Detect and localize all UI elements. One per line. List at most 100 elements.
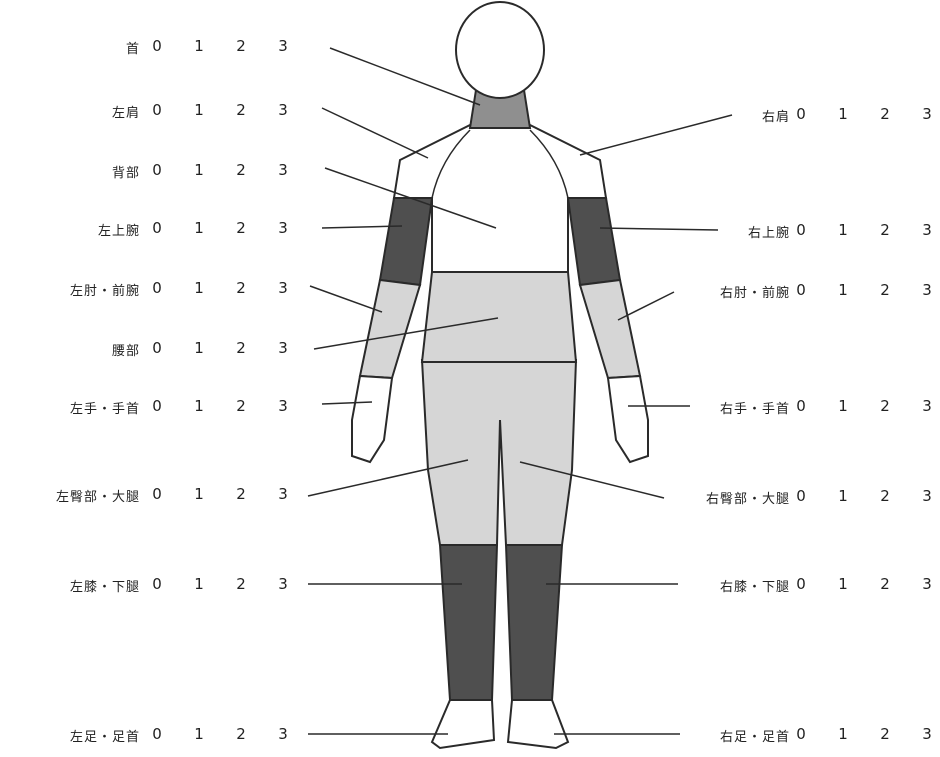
rating-option-2[interactable]: 2 bbox=[220, 219, 262, 237]
rating-option-1[interactable]: 1 bbox=[822, 575, 864, 593]
rating-option-2[interactable]: 2 bbox=[220, 485, 262, 503]
rating-option-3[interactable]: 3 bbox=[906, 105, 940, 123]
right-region-label: 右手・手首 bbox=[650, 398, 790, 417]
rating-option-1[interactable]: 1 bbox=[178, 575, 220, 593]
rating-option-3[interactable]: 3 bbox=[262, 279, 304, 297]
rating-option-0[interactable]: 0 bbox=[136, 397, 178, 415]
rating-option-3[interactable]: 3 bbox=[262, 575, 304, 593]
rating-option-0[interactable]: 0 bbox=[780, 487, 822, 505]
rating-option-3[interactable]: 3 bbox=[262, 161, 304, 179]
rating-option-1[interactable]: 1 bbox=[178, 161, 220, 179]
rating-option-3[interactable]: 3 bbox=[906, 397, 940, 415]
rating-option-0[interactable]: 0 bbox=[780, 725, 822, 743]
rating-option-3[interactable]: 3 bbox=[262, 101, 304, 119]
rating-option-0[interactable]: 0 bbox=[136, 485, 178, 503]
rating-option-1[interactable]: 1 bbox=[822, 281, 864, 299]
rating-option-1[interactable]: 1 bbox=[178, 37, 220, 55]
left-region-label: 左膝・下腿 bbox=[0, 576, 140, 595]
rating-option-0[interactable]: 0 bbox=[136, 37, 178, 55]
rating-option-3[interactable]: 3 bbox=[262, 725, 304, 743]
right-forearm-region bbox=[580, 280, 640, 378]
rating-option-1[interactable]: 1 bbox=[178, 397, 220, 415]
left-lower-leg-region bbox=[440, 545, 497, 700]
rating-option-3[interactable]: 3 bbox=[906, 221, 940, 239]
rating-option-3[interactable]: 3 bbox=[262, 339, 304, 357]
rating-option-1[interactable]: 1 bbox=[822, 397, 864, 415]
rating-option-2[interactable]: 2 bbox=[220, 725, 262, 743]
rating-option-2[interactable]: 2 bbox=[220, 339, 262, 357]
right-region-label: 右臀部・大腿 bbox=[650, 488, 790, 507]
rating-option-2[interactable]: 2 bbox=[220, 37, 262, 55]
rating-option-2[interactable]: 2 bbox=[220, 575, 262, 593]
rating-option-2[interactable]: 2 bbox=[864, 281, 906, 299]
rating-option-1[interactable]: 1 bbox=[822, 487, 864, 505]
left-region-label: 左肘・前腕 bbox=[0, 280, 140, 299]
rating-option-0[interactable]: 0 bbox=[780, 397, 822, 415]
rating-option-3[interactable]: 3 bbox=[906, 575, 940, 593]
rating-option-0[interactable]: 0 bbox=[780, 221, 822, 239]
rating-option-0[interactable]: 0 bbox=[136, 575, 178, 593]
rating-option-1[interactable]: 1 bbox=[822, 105, 864, 123]
left-region-label: 左手・手首 bbox=[0, 398, 140, 417]
rating-option-3[interactable]: 3 bbox=[906, 725, 940, 743]
rating-option-2[interactable]: 2 bbox=[220, 101, 262, 119]
rating-option-3[interactable]: 3 bbox=[262, 219, 304, 237]
rating-option-0[interactable]: 0 bbox=[780, 575, 822, 593]
rating-option-2[interactable]: 2 bbox=[864, 105, 906, 123]
left-upper-arm-region bbox=[380, 198, 432, 285]
rating-option-0[interactable]: 0 bbox=[136, 161, 178, 179]
rating-option-0[interactable]: 0 bbox=[136, 725, 178, 743]
lower-back-region bbox=[422, 272, 576, 362]
rating-option-3[interactable]: 3 bbox=[262, 397, 304, 415]
rating-option-1[interactable]: 1 bbox=[178, 725, 220, 743]
rating-option-0[interactable]: 0 bbox=[780, 105, 822, 123]
rating-option-1[interactable]: 1 bbox=[178, 339, 220, 357]
rating-option-3[interactable]: 3 bbox=[262, 37, 304, 55]
rating-option-2[interactable]: 2 bbox=[220, 161, 262, 179]
rating-option-0[interactable]: 0 bbox=[136, 219, 178, 237]
rating-option-3[interactable]: 3 bbox=[906, 281, 940, 299]
rating-option-2[interactable]: 2 bbox=[864, 397, 906, 415]
rating-option-0[interactable]: 0 bbox=[780, 281, 822, 299]
rating-option-0[interactable]: 0 bbox=[136, 339, 178, 357]
rating-option-2[interactable]: 2 bbox=[864, 221, 906, 239]
left-region-label: 左足・足首 bbox=[0, 726, 140, 745]
head bbox=[456, 2, 544, 98]
rating-option-1[interactable]: 1 bbox=[178, 101, 220, 119]
rating-option-2[interactable]: 2 bbox=[864, 487, 906, 505]
rating-option-2[interactable]: 2 bbox=[864, 575, 906, 593]
rating-option-1[interactable]: 1 bbox=[178, 279, 220, 297]
left-forearm-region bbox=[360, 280, 420, 378]
rating-option-3[interactable]: 3 bbox=[906, 487, 940, 505]
rating-option-0[interactable]: 0 bbox=[136, 101, 178, 119]
rating-option-3[interactable]: 3 bbox=[262, 485, 304, 503]
right-upper-arm-region bbox=[568, 198, 620, 285]
rating-option-2[interactable]: 2 bbox=[220, 279, 262, 297]
left-region-label: 左肩 bbox=[0, 102, 140, 121]
rating-option-0[interactable]: 0 bbox=[136, 279, 178, 297]
rating-option-2[interactable]: 2 bbox=[220, 397, 262, 415]
rating-option-1[interactable]: 1 bbox=[822, 725, 864, 743]
rating-option-1[interactable]: 1 bbox=[178, 485, 220, 503]
rating-option-1[interactable]: 1 bbox=[822, 221, 864, 239]
rating-option-2[interactable]: 2 bbox=[864, 725, 906, 743]
rating-option-1[interactable]: 1 bbox=[178, 219, 220, 237]
leader-left-forearm bbox=[310, 286, 382, 312]
